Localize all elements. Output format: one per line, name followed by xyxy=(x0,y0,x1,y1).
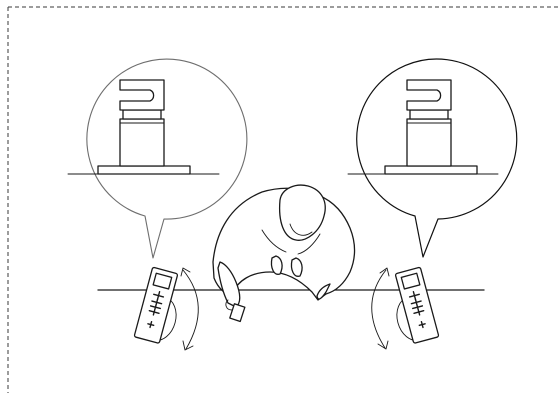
dashed-frame xyxy=(7,6,558,393)
left-handheld-device xyxy=(133,266,179,344)
right-handheld-device xyxy=(394,266,440,344)
right-load-cell xyxy=(384,79,478,175)
left-magnifier-bubble xyxy=(67,58,248,259)
right-rotation-arrow-icon xyxy=(371,267,390,350)
technician-figure xyxy=(212,184,356,323)
left-rotation-arrow-icon xyxy=(180,267,199,351)
right-magnifier-bubble xyxy=(347,58,518,258)
left-load-cell xyxy=(97,79,191,175)
technician-hand-device xyxy=(225,299,246,323)
